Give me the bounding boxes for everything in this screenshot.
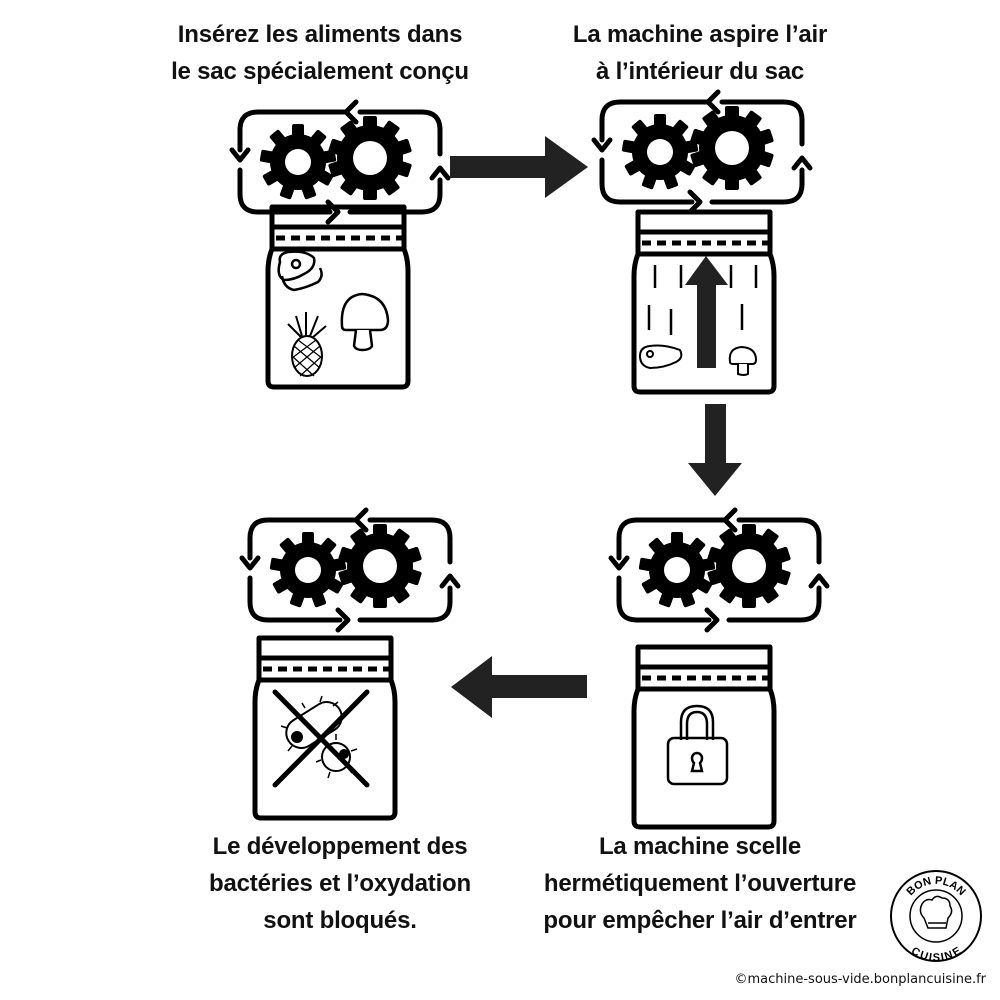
caption-line: pour empêcher l’air d’entrer [543,907,857,934]
vacuum-bag-icon [268,207,408,387]
flow-arrow-right [450,136,588,198]
vacuum-machine-gears-icon [242,510,458,630]
caption-line: le sac spécialement conçu [171,58,469,85]
vacuum-machine-gears-icon [594,92,810,212]
step-3-caption: La machine scelle hermétiquement l’ouver… [520,828,880,939]
copyright-symbol: © [734,972,748,987]
svg-text:CUISINE: CUISINE [909,945,963,964]
cross-icon [272,689,370,788]
step-1-illustration [232,102,448,387]
caption-line: bactéries et l’oxydation [209,870,471,897]
bon-plan-cuisine-logo: BON PLAN CUISINE [888,868,984,964]
steak-icon [638,344,683,370]
copyright-notice: ©machine-sous-vide.bonplancuisine.fr [734,972,986,987]
site-url: machine-sous-vide.bonplancuisine.fr [747,972,986,987]
caption-line: La machine scelle [598,833,802,860]
caption-line: La machine aspire l’air [572,21,828,48]
caption-line: sont bloqués. [263,907,417,934]
mushroom-icon [728,345,758,376]
caption-line: à l’intérieur du sac [595,58,805,85]
logo-bottom-text: CUISINE [909,945,963,964]
caption-line: Le développement des [212,833,468,860]
step-3-illustration [611,510,827,827]
vacuum-machine-gears-icon [232,102,448,222]
padlock-icon [666,704,729,786]
flow-arrow-down [688,404,742,496]
pineapple-icon [287,312,327,377]
up-arrow-icon [685,256,728,368]
step-4-illustration [242,510,458,818]
vacuum-machine-gears-icon [611,510,827,630]
step-4-caption: Le développement des bactéries et l’oxyd… [180,828,500,939]
step-2-illustration [594,92,810,392]
caption-line: hermétiquement l’ouverture [543,870,857,897]
steak-icon [277,250,323,292]
mushroom-icon [340,292,390,352]
air-streak-lines [647,265,758,335]
svg-text:BON PLAN: BON PLAN [904,875,967,898]
chef-hat-icon: BON PLAN CUISINE [890,870,982,964]
logo-top-text: BON PLAN [904,875,967,898]
step-1-caption: Insérez les aliments dans le sac spécial… [150,16,490,90]
step-2-caption: La machine aspire l’air à l’intérieur du… [545,16,855,90]
caption-line: Insérez les aliments dans [177,21,463,48]
flow-arrow-left [451,656,587,718]
